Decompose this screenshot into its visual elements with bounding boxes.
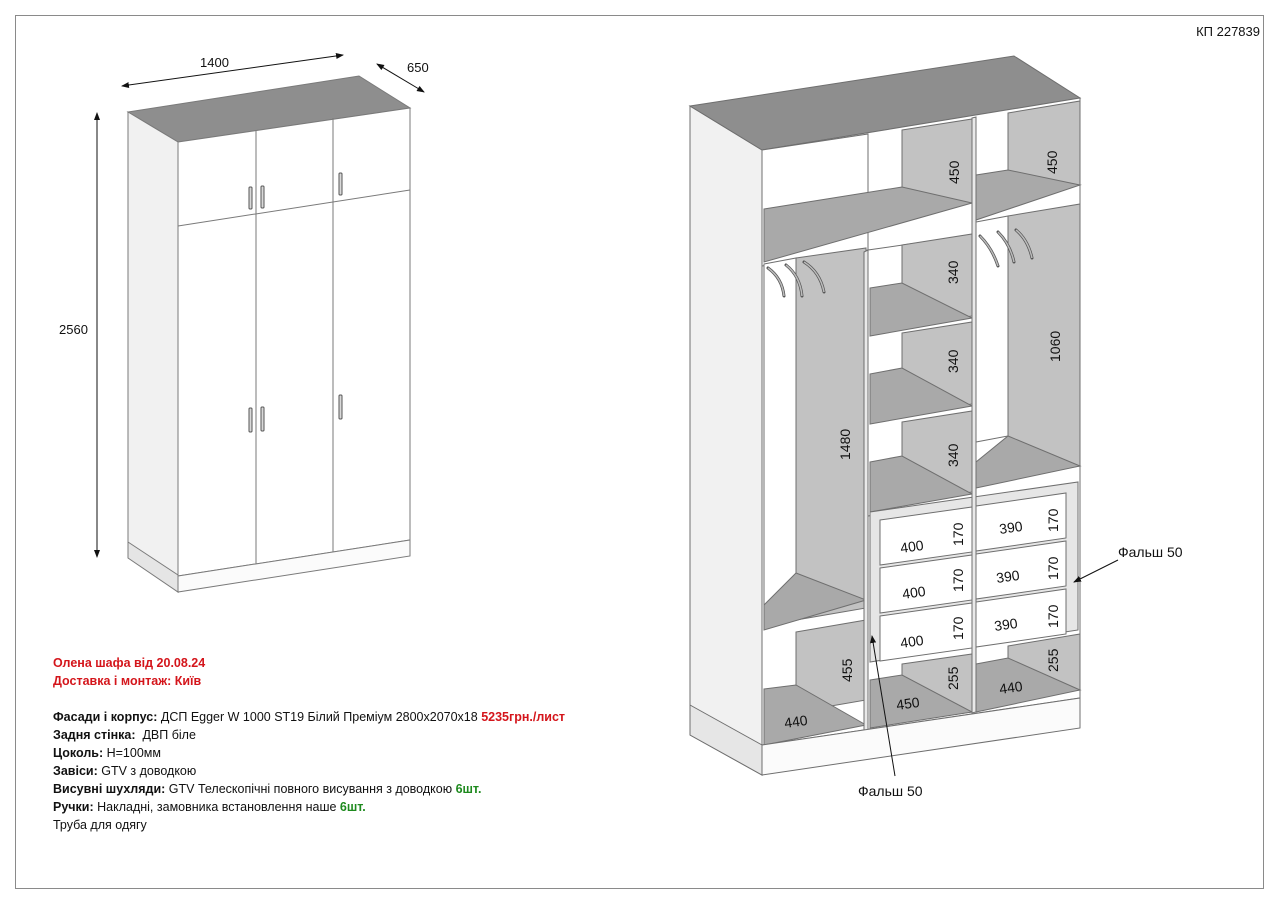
hinges-value: GTV з доводкою (97, 764, 197, 778)
document-code: КП 227839 (1196, 24, 1260, 39)
dim-drawer-right-2: 170 (1045, 556, 1061, 580)
back-label: Задня стінка: (53, 728, 136, 742)
hinges-label: Завіси: (53, 764, 98, 778)
drawers-line: Висувні шухляди: GTV Телескопічні повног… (53, 780, 565, 798)
facade-line: Фасади і корпус: ДСП Egger W 1000 ST19 Б… (53, 708, 565, 726)
dim-shelf-mid-1: 340 (945, 260, 961, 284)
dim-drawer-mid-3: 170 (950, 616, 966, 640)
falsh-right-label: Фальш 50 (1118, 544, 1183, 560)
plinth-line: Цоколь: Н=100мм (53, 744, 565, 762)
dim-bottom-left-width: 440 (783, 712, 809, 731)
handles-count: 6шт. (339, 800, 366, 814)
dim-drawer-width-right-2: 390 (995, 567, 1021, 586)
height-dimension: 2560 (59, 322, 88, 337)
handles-line: Ручки: Накладні, замовника встановлення … (53, 798, 565, 816)
drawers-value: GTV Телескопічні повного висування з дов… (165, 782, 456, 796)
dim-shelf-mid-3: 340 (945, 443, 961, 467)
dim-drawer-mid-2: 170 (950, 568, 966, 592)
back-value: ДВП біле (135, 728, 196, 742)
dim-hang-left: 1480 (837, 429, 853, 460)
handles-value: Накладні, замовника встановлення наше (93, 800, 340, 814)
order-title: Олена шафа від 20.08.24 (53, 656, 206, 670)
dim-bottom-mid-height: 255 (945, 666, 961, 690)
dim-drawer-width-mid-2: 400 (901, 583, 927, 602)
dim-hang-right: 1060 (1047, 331, 1063, 362)
facade-price: 5235грн./лист (481, 710, 566, 724)
dim-drawer-width-mid-1: 400 (899, 537, 925, 556)
drawers-count: 6шт. (455, 782, 482, 796)
dim-drawer-right-1: 170 (1045, 508, 1061, 532)
dim-shelf-mid-2: 340 (945, 349, 961, 373)
door-handles (248, 172, 343, 433)
closed-wardrobe (126, 75, 412, 593)
falsh-bottom-label: Фальш 50 (858, 783, 923, 799)
plinth-value: Н=100мм (103, 746, 161, 760)
falsh-right-leader (1073, 559, 1119, 583)
dim-bottom-right-width: 440 (998, 678, 1024, 697)
hinges-line: Завіси: GTV з доводкою (53, 762, 565, 780)
spacer (53, 690, 565, 708)
dim-drawer-width-right-3: 390 (993, 615, 1019, 634)
depth-dimension: 650 (407, 60, 429, 75)
delivery-line: Доставка і монтаж: Київ (53, 674, 202, 688)
width-dimension-line (121, 53, 344, 88)
dim-drawer-right-3: 170 (1045, 604, 1061, 628)
facade-value: ДСП Egger W 1000 ST19 Білий Преміум 2800… (157, 710, 482, 724)
rail-line: Труба для одягу (53, 818, 147, 832)
falsh-bottom-leader (870, 635, 896, 777)
facade-label: Фасади і корпус: (53, 710, 158, 724)
dim-bottom-left-height: 455 (839, 658, 855, 682)
handles-label: Ручки: (53, 800, 94, 814)
hanger-rails (767, 229, 1033, 297)
width-dimension: 1400 (200, 55, 229, 70)
dim-top-left: 450 (946, 160, 962, 184)
back-line: Задня стінка: ДВП біле (53, 726, 565, 744)
dim-drawer-width-right-1: 390 (998, 518, 1024, 537)
dim-bottom-mid-width: 450 (895, 694, 921, 713)
open-wardrobe (688, 55, 1082, 776)
dim-drawer-width-mid-3: 400 (899, 632, 925, 651)
plinth-label: Цоколь: (53, 746, 104, 760)
interior-dimensions: 450 450 340 340 340 1480 1060 170 170 17… (783, 150, 1063, 731)
drawing-frame (15, 15, 1264, 889)
depth-dimension-line (376, 63, 425, 93)
specification-notes: Олена шафа від 20.08.24 Доставка і монта… (53, 654, 565, 834)
dim-drawer-mid-1: 170 (950, 522, 966, 546)
dim-bottom-right-height: 255 (1045, 648, 1061, 672)
drawers-label: Висувні шухляди: (53, 782, 166, 796)
dim-top-right: 450 (1044, 150, 1060, 174)
